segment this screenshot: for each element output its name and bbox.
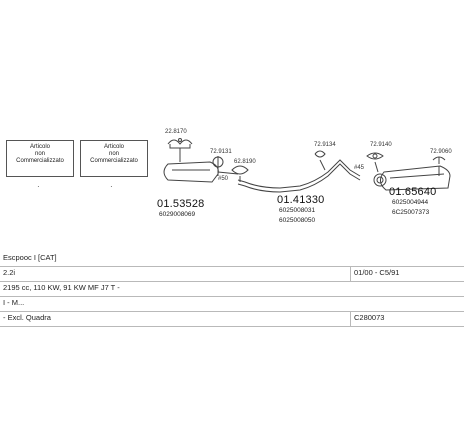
not-commercialized-box-1: Articolo non Commercializzato xyxy=(6,140,74,177)
exhaust-system-diagram xyxy=(163,138,451,193)
clamp-icon xyxy=(212,156,224,168)
part-number-01-41330: 01.41330 xyxy=(277,194,325,206)
front-muffler xyxy=(163,161,239,183)
clamp-icon xyxy=(314,150,326,158)
box-1-line-2: non xyxy=(34,151,45,157)
table-cell-specs: 2195 cc, 110 KW, 91 KW MF J7 T - xyxy=(3,283,120,292)
table-cell-note: I - M... xyxy=(3,298,25,307)
box-2-line-3: Commercializzato xyxy=(90,158,138,164)
angle-label-45: #45 xyxy=(354,165,365,171)
mount-bracket-icon xyxy=(167,138,193,149)
part-label-72-9134: 72.9134 xyxy=(314,142,336,148)
part-number-01-65640: 01.65640 xyxy=(389,186,437,198)
table-row: I - M... xyxy=(0,296,464,312)
column-divider xyxy=(350,311,351,326)
angle-label-50: #50 xyxy=(218,176,229,182)
box-1-line-1: Articolo xyxy=(29,144,50,150)
rear-muffler xyxy=(373,165,451,191)
part-code-6025008031: 6025008031 xyxy=(279,207,316,214)
part-code-6C25007373: 6C25007373 xyxy=(392,209,430,216)
table-cell-dates: 01/00 - C5/91 xyxy=(354,268,400,277)
part-code-6025008050: 6025008050 xyxy=(279,217,316,224)
clamp-icon xyxy=(432,156,446,164)
part-code-6025004944: 6025004944 xyxy=(392,199,429,206)
table-cell-model: Escpooc I [CAT] xyxy=(3,253,57,262)
table-row: 2.2i 01/00 - C5/91 xyxy=(0,266,464,282)
box-2-line-2: non xyxy=(108,151,119,157)
bullet-dot: · xyxy=(110,182,113,191)
mount-bracket-icon xyxy=(366,152,384,160)
box-1-line-3: Commercializzato xyxy=(16,158,64,164)
not-commercialized-box-2: Articolo non Commercializzato xyxy=(80,140,148,177)
part-code-6029008069: 6029008069 xyxy=(159,211,196,218)
part-label-22-8170: 22.8170 xyxy=(165,129,187,135)
bullet-dot: · xyxy=(37,182,40,191)
table-row: 2195 cc, 110 KW, 91 KW MF J7 T - xyxy=(0,281,464,297)
part-number-01-53528: 01.53528 xyxy=(157,198,205,210)
part-label-72-9140: 72.9140 xyxy=(370,142,392,148)
table-row: Escpooc I [CAT] xyxy=(0,251,464,267)
table-cell-code: C280073 xyxy=(354,313,385,322)
part-label-72-9131: 72.9131 xyxy=(210,149,232,155)
part-label-72-9060: 72.9060 xyxy=(430,149,452,155)
middle-pipe xyxy=(237,159,361,189)
table-row: - Excl. Quadra C280073 xyxy=(0,311,464,327)
box-2-line-1: Articolo xyxy=(103,144,124,150)
clamp-icon xyxy=(231,165,249,175)
table-cell-exclusion: - Excl. Quadra xyxy=(3,313,51,322)
table-cell-engine: 2.2i xyxy=(3,268,16,277)
column-divider xyxy=(350,266,351,281)
part-label-62-8190: 62.8190 xyxy=(234,159,256,165)
